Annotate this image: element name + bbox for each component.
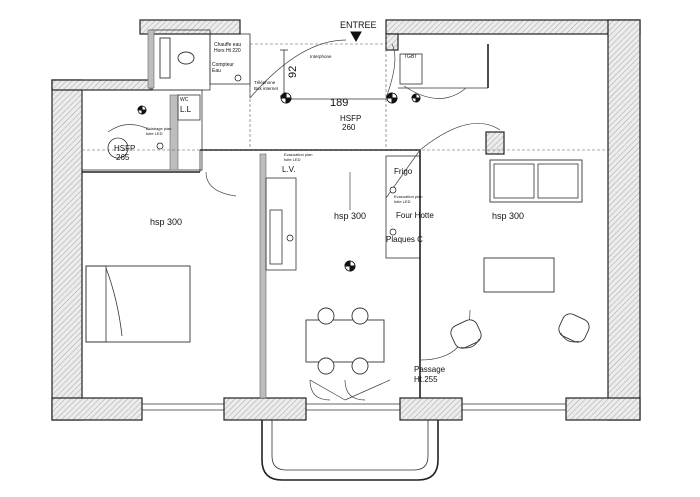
wall-bottom-4 (565, 397, 641, 421)
wall-top-right (385, 19, 641, 35)
lv-label: L.V. (282, 165, 296, 174)
bedroom-ceiling-height: hsp 300 (150, 217, 182, 227)
wall-entrance-right (385, 33, 399, 51)
armchair-right (558, 313, 590, 343)
shower-tray (107, 124, 151, 159)
plaques-label: Plaques C (386, 235, 423, 244)
box-internet-label: Box internet (254, 86, 279, 91)
hall-hsfp-label: HSFP (340, 114, 361, 123)
outlet-icon (389, 228, 397, 236)
wall-bottom-1 (51, 397, 143, 421)
wall-top-left-step (51, 79, 153, 91)
wc-fixture (159, 37, 195, 79)
exterior-walls (51, 19, 641, 421)
dimension-hall-depth: 92 (280, 49, 299, 97)
windows (142, 403, 566, 411)
outlet-icon (389, 186, 397, 194)
compteur-label: Compteur (212, 62, 234, 68)
light-point-icon (137, 105, 147, 115)
ceiling-lights (137, 92, 526, 294)
dining-table (305, 307, 385, 375)
telephone-label: Téléphone (254, 80, 276, 85)
tgbt-label: TGBT (404, 54, 417, 60)
dimension-189: 189 (330, 97, 348, 109)
chauffe-eau-height: Hors Ht 220 (214, 48, 241, 54)
wall-right (607, 19, 641, 421)
entrance-label: ENTREE (340, 20, 377, 30)
wall-left (51, 79, 83, 421)
light-point-icon (344, 260, 356, 272)
fridge-note-1: Evacuation plan (394, 194, 422, 199)
outlet-icon (286, 234, 294, 242)
passage-label: Passage (414, 365, 446, 374)
interphone-label: Interphone (310, 54, 332, 59)
room-labels: hsp 300 hsp 300 hsp 300 HSFP 260 HSFP 26… (114, 114, 524, 384)
entrance-arrow-icon (350, 31, 362, 43)
dimension-hall-width: 189 (285, 95, 393, 109)
outlet-icon (234, 74, 242, 82)
living-column (485, 131, 505, 155)
living-ceiling-height: hsp 300 (492, 211, 524, 221)
bed (85, 265, 191, 343)
kitchen-ceiling-height: hsp 300 (334, 211, 366, 221)
chauffe-eau-label: Chauffe eau (214, 42, 241, 48)
outlet-icon (156, 142, 164, 150)
light-point-icon (411, 93, 421, 103)
outlets (156, 74, 397, 242)
bath-note-2: fuite LED (146, 131, 163, 136)
ll-label: L.L (180, 105, 192, 114)
armchair-left (450, 319, 482, 349)
balcony (261, 420, 439, 481)
evier-note-1: Evacuation plan (284, 152, 312, 157)
wall-bottom-2 (223, 397, 307, 421)
fixture-labels: WC L.L L.V. Frigo Four Hotte Plaques C C… (146, 42, 434, 244)
evier-note-2: fuite LED (284, 157, 301, 162)
four-hotte-label: Four Hotte (396, 211, 434, 220)
bath-note-1: Eclairage plan (146, 126, 171, 131)
frigo-label: Frigo (394, 167, 413, 176)
wall-top-left (139, 19, 241, 35)
light-point-icon (280, 92, 292, 104)
fridge-note-2: fuite LED (394, 199, 411, 204)
eau-label: Eau (212, 68, 221, 74)
sofa (489, 159, 583, 203)
wall-bottom-3 (399, 397, 463, 421)
coffee-table (483, 257, 555, 293)
light-point-icon (386, 92, 398, 104)
dimension-92: 92 (287, 66, 299, 78)
bath-hsfp-label: HSFP (114, 144, 135, 153)
hall-hsfp-value: 260 (342, 123, 356, 132)
wc-label: WC (180, 97, 189, 103)
bath-hsfp-value: 265 (116, 153, 130, 162)
passage-height: Ht.255 (414, 375, 438, 384)
